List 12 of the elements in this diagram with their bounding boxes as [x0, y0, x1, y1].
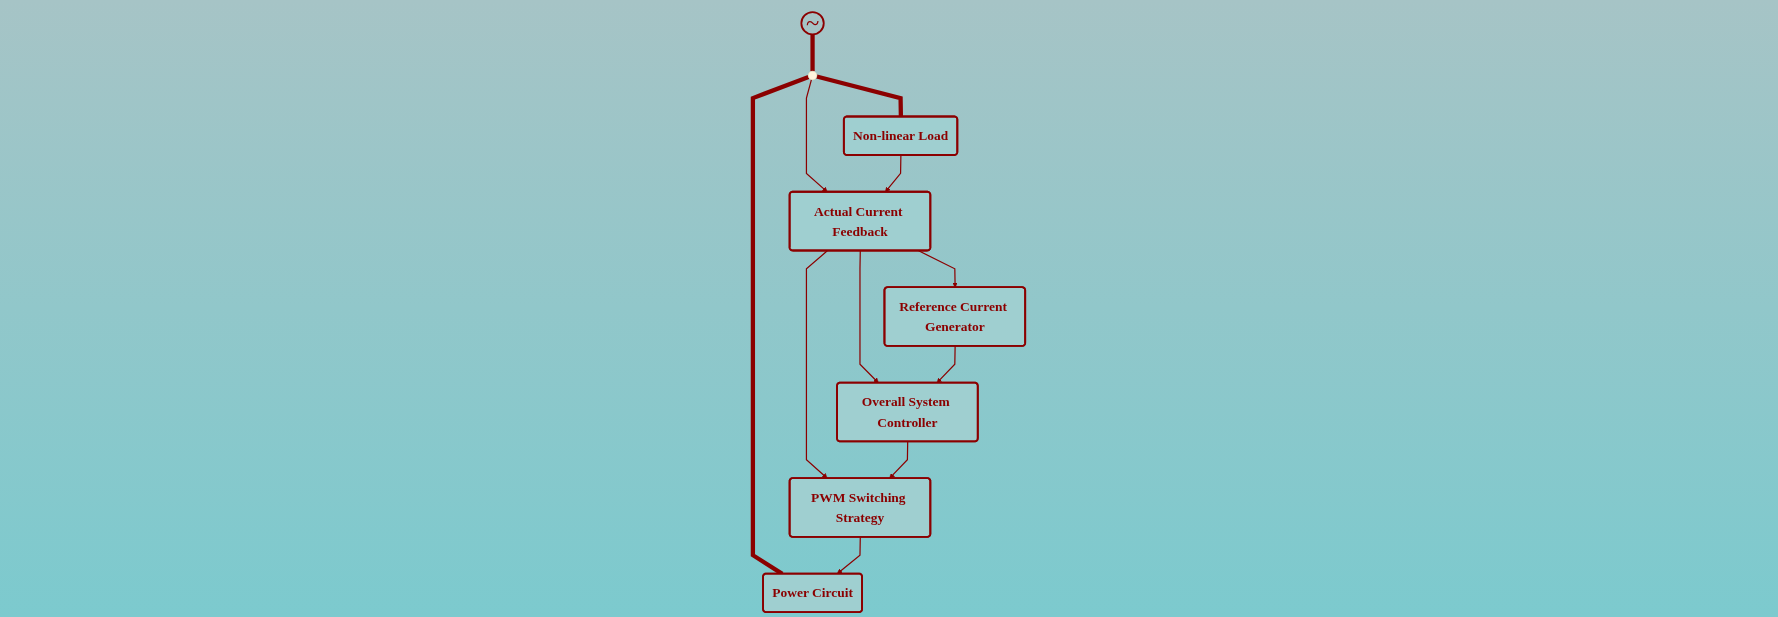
arrow: [885, 154, 902, 193]
arrow: [805, 79, 828, 193]
arrow: [805, 250, 828, 479]
arrow: [936, 345, 956, 384]
node-circle: ~: [800, 11, 825, 36]
connector: [810, 34, 815, 72]
arrow: [859, 250, 879, 384]
arrow: [889, 441, 909, 479]
connector: [816, 74, 903, 117]
node-circle: [807, 70, 818, 81]
arrow: [836, 536, 861, 575]
arrow: [918, 250, 958, 288]
